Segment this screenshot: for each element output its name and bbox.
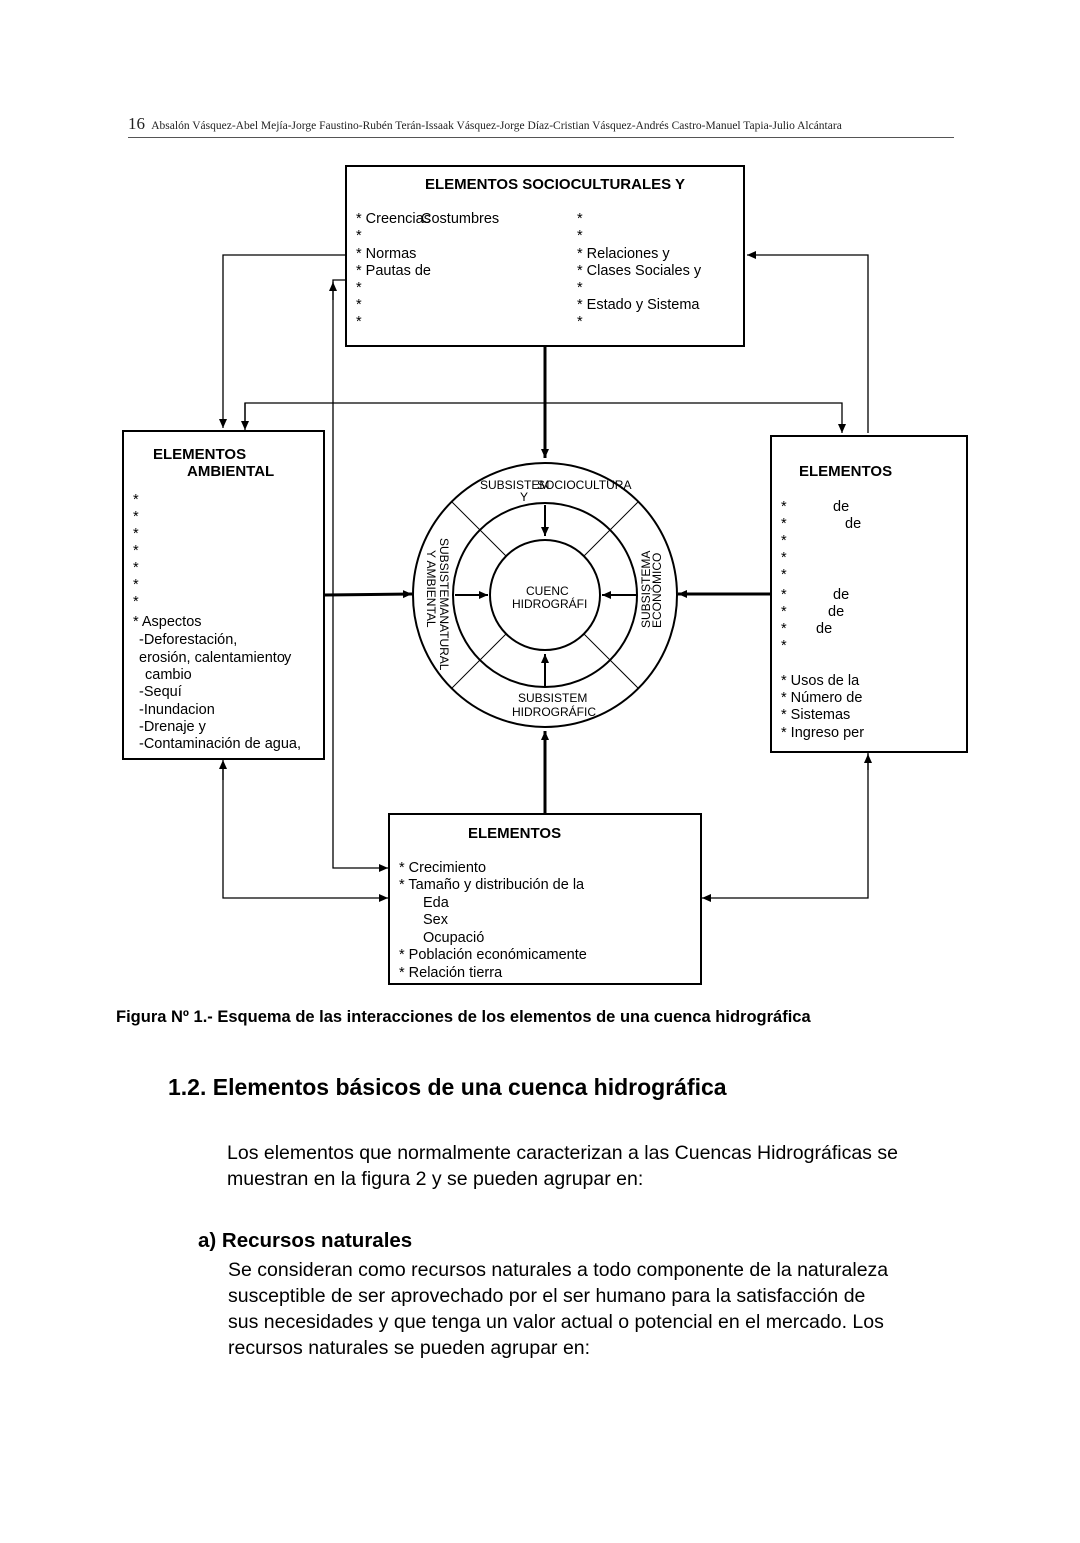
economic-star: *	[781, 604, 787, 620]
circle-right-label-a: SUBSISTEMA	[639, 551, 653, 628]
environmental-box-title-2: AMBIENTAL	[187, 463, 275, 480]
circle-center-label-b: HIDROGRÁFI	[512, 596, 587, 611]
economic-star: *	[781, 621, 787, 637]
circle-top-label-a: SUBSISTEM	[480, 478, 549, 492]
economic-star: *	[781, 567, 787, 583]
subsection-title: a) Recursos naturales	[198, 1229, 413, 1252]
environmental-line: *	[133, 560, 139, 576]
demographic-line: * Crecimiento	[399, 860, 487, 876]
outer-circle	[412, 462, 678, 728]
environmental-line: -Drenaje y	[139, 719, 206, 735]
intro-line: muestran en la figura 2 y se pueden agru…	[227, 1168, 644, 1190]
economic-de-word: de	[833, 499, 850, 515]
body-line: recursos naturales se pueden agrupar en:	[228, 1337, 591, 1359]
environmental-line: *	[133, 577, 139, 593]
environmental-line: *	[133, 526, 139, 542]
economic-elements-box: ELEMENTOS * * * * * * * * * de de de de …	[770, 435, 968, 753]
sociocultural-right-line: * Clases Sociales y	[577, 263, 702, 279]
sociocultural-right-line: * Relaciones y	[577, 246, 670, 262]
sociocultural-left-line: *	[356, 228, 362, 244]
economic-line: * Usos de la	[781, 673, 860, 689]
circle-bottom-label-a: SUBSISTEM	[518, 691, 587, 705]
body-line: sus necesidades y que tenga un valor act…	[228, 1311, 884, 1333]
demographic-line: Sex	[423, 912, 448, 928]
economic-de-word: de	[833, 587, 850, 603]
economic-de-word: de	[828, 604, 845, 620]
environmental-line: cambio	[145, 667, 192, 683]
environmental-line: -Deforestación,	[139, 632, 238, 648]
sociocultural-overlap-text: Costumbres	[421, 211, 500, 227]
circle-bottom-label-b: HIDROGRÁFIC	[512, 704, 596, 719]
circle-right-label-b: ECONÓMICO	[649, 553, 664, 628]
circle-left-label-b: Y AMBIENTAL	[424, 550, 438, 628]
sociocultural-right-line: * Estado y Sistema	[577, 297, 700, 313]
environmental-line: *	[133, 543, 139, 559]
sociocultural-left-line: *	[356, 314, 362, 330]
sociocultural-left-line: *	[356, 280, 362, 296]
environmental-line: erosión, calentamiento	[139, 650, 285, 666]
connector-top-bottom	[332, 279, 388, 872]
economic-star: *	[781, 638, 787, 654]
sociocultural-right-line: *	[577, 280, 583, 296]
demographic-box-title: ELEMENTOS	[468, 825, 562, 842]
environmental-line: *	[133, 594, 139, 610]
environmental-elements-box: ELEMENTOS AMBIENTAL * * * * * * * * Aspe…	[122, 430, 325, 760]
environmental-stray-text: y	[284, 650, 292, 666]
inner-circle	[489, 539, 601, 651]
circle-center-label-a: CUENC	[526, 584, 569, 598]
economic-line: * Número de	[781, 690, 863, 706]
sociocultural-left-line: *	[356, 297, 362, 313]
figure-caption: Figura Nº 1.- Esquema de las interaccion…	[116, 1008, 811, 1026]
environmental-line: * Aspectos	[133, 614, 202, 630]
economic-de-word: de	[845, 516, 862, 532]
economic-star: *	[781, 499, 787, 515]
sociocultural-left-line: * Normas	[356, 246, 417, 262]
arrow-left-to-circle	[324, 590, 413, 599]
demographic-line: * Tamaño y distribución de la	[399, 877, 585, 893]
sociocultural-left-line: * Pautas de	[356, 263, 431, 279]
body-line: Se consideran como recursos naturales a …	[228, 1259, 889, 1281]
body-line: susceptible de ser aprovechado por el se…	[228, 1285, 866, 1307]
demographic-line: Ocupació	[423, 930, 485, 946]
economic-box-title: ELEMENTOS	[799, 463, 893, 480]
sociocultural-box-title: ELEMENTOS SOCIOCULTURALES Y	[425, 176, 686, 193]
circle-top-label-c: Y	[520, 490, 528, 504]
demographic-line: * Relación tierra	[399, 965, 503, 981]
demographic-line: * Población económicamente	[399, 947, 587, 963]
header-authors: Absalón Vásquez-Abel Mejía-Jorge Faustin…	[151, 120, 842, 132]
economic-line: * Ingreso per	[781, 725, 865, 741]
demographic-elements-box: ELEMENTOS * Crecimiento * Tamaño y distr…	[388, 813, 702, 985]
intro-line: Los elementos que normalmente caracteriz…	[227, 1142, 898, 1164]
circle-left-label-a: SUBSISTEMANATURAL	[437, 538, 451, 671]
middle-circle	[452, 502, 638, 688]
economic-star: *	[781, 516, 787, 532]
running-header: 16 Absalón Vásquez-Abel Mejía-Jorge Faus…	[128, 114, 954, 138]
sociocultural-elements-box: ELEMENTOS SOCIOCULTURALES Y * Creencias …	[345, 165, 745, 347]
economic-star: *	[781, 587, 787, 603]
connector-right-top	[747, 251, 869, 433]
economic-de-word: de	[816, 621, 833, 637]
environmental-line: -Inundacion	[139, 702, 215, 718]
circle-top-label-b: SOCIOCULTURA	[537, 478, 631, 492]
page-number: 16	[128, 114, 145, 133]
sociocultural-right-line: *	[577, 228, 583, 244]
economic-star: *	[781, 533, 787, 549]
demographic-line: Eda	[423, 895, 449, 911]
economic-line: * Sistemas	[781, 707, 851, 723]
connector-left-bottom	[222, 762, 388, 902]
section-title: 1.2. Elementos básicos de una cuenca hid…	[168, 1074, 727, 1100]
environmental-line: *	[133, 509, 139, 525]
connector-top-left	[219, 254, 345, 428]
environmental-line: -Sequí	[139, 684, 182, 700]
environmental-line: -Contaminación de agua,	[139, 736, 302, 752]
environmental-line: *	[133, 492, 139, 508]
sociocultural-right-line: *	[577, 211, 583, 227]
sociocultural-right-line: *	[577, 314, 583, 330]
economic-star: *	[781, 550, 787, 566]
connector-right-bottom	[702, 753, 869, 902]
environmental-box-title: ELEMENTOS	[153, 446, 247, 463]
sociocultural-left-line: * Creencias	[356, 211, 431, 227]
